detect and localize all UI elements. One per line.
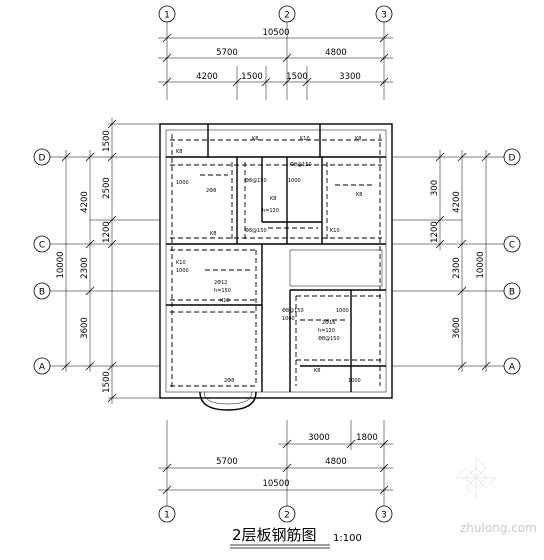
axis-label-right-A: A (509, 363, 516, 373)
dim-right-mid-a: 4200 (452, 191, 462, 213)
dim-left-outer-c: 2300 (80, 257, 90, 279)
rebar-label: K8 (356, 192, 362, 198)
rebar-labels: K8 K8 K10 K8 K8 K10 K8 Φ8@150 Φ8@150 Φ8@… (176, 136, 362, 384)
axis-bubble-right-D (503, 148, 521, 166)
axis-bubble-bottom-2 (278, 505, 296, 523)
axis-bubble-right-A (503, 357, 521, 375)
rebar-label: 1000 (282, 316, 295, 322)
dim-left-outer-d: 3600 (80, 317, 90, 339)
axis-bubble-left-C (33, 235, 51, 253)
dim-bottom-row1-b: 1800 (356, 433, 378, 443)
title-scale: 1:100 (333, 533, 362, 544)
rebar-label: 1000 (288, 178, 301, 184)
rebar-label: K10 (300, 136, 310, 142)
right-dimension-chain: 300 1200 4200 2300 3600 10000 D C B A (392, 148, 521, 375)
dim-bottom-row2-a: 5700 (216, 457, 238, 467)
dim-left-total: 10000 (56, 251, 66, 278)
axis-label-bottom-2: 2 (284, 511, 290, 521)
axis-bubble-bottom-3 (375, 505, 393, 523)
axis-label-top-3: 3 (381, 11, 387, 21)
axis-label-top-2: 2 (284, 11, 290, 21)
axis-label-right-C: C (509, 241, 515, 251)
title-main: 2层板钢筋图 (232, 526, 317, 544)
dim-bottom-total: 10500 (262, 479, 289, 489)
stair-opening (289, 249, 383, 287)
axis-bubble-left-D (33, 148, 51, 166)
dim-top-row2-b: 4800 (325, 48, 347, 58)
dim-right-mid-b: 2300 (452, 257, 462, 279)
dim-top-total: 10500 (262, 28, 289, 38)
rebar-label: K10 (220, 298, 230, 304)
axis-label-left-A: A (39, 363, 46, 373)
axis-label-top-1: 1 (164, 11, 170, 21)
drawing-title: 2层板钢筋图 1:100 (230, 526, 362, 549)
dim-bottom-row2-b: 4800 (325, 457, 347, 467)
rebar-label: K8 (355, 136, 361, 142)
axis-bubble-left-B (33, 282, 51, 300)
axis-bubble-right-C (503, 235, 521, 253)
rebar-label: 2Φ8 (224, 378, 234, 384)
dim-top-row3-c: 1500 (286, 72, 308, 82)
rebar-label: K8 (270, 196, 276, 202)
axis-label-left-C: C (39, 241, 45, 251)
watermark-text: zhulong.com (460, 521, 537, 535)
axis-label-bottom-3: 3 (381, 511, 387, 521)
dim-bottom-row1-a: 3000 (308, 433, 330, 443)
rebar-label: K8 (314, 368, 320, 374)
rebar-label: 2Φ16 (322, 320, 335, 326)
top-dimension-chain: 1 2 3 10500 5700 4800 4200 1500 1500 330… (158, 5, 393, 100)
bottom-dimension-chain: 3000 1800 5700 4800 10500 1 2 3 (158, 420, 393, 523)
dim-right-mid-c: 3600 (452, 317, 462, 339)
axis-bubble-right-B (503, 282, 521, 300)
rebar-label: h=120 (318, 328, 335, 334)
bay-window-arc (199, 391, 257, 411)
rebar-label: K10 (330, 228, 340, 234)
axis-label-bottom-1: 1 (164, 511, 170, 521)
dim-right-upper-b: 1200 (430, 221, 440, 243)
dim-top-row3-b: 1500 (241, 72, 263, 82)
dim-top-row3-a: 4200 (196, 72, 218, 82)
rebar-label: Φ8@150 (282, 308, 304, 314)
rebar-label: Φ8@150 (318, 336, 340, 342)
dim-left-outer-b: 4200 (80, 191, 90, 213)
rebar-label: Φ8@150 (245, 228, 267, 234)
left-dimension-chain: 10000 4200 2300 3600 1500 2500 1200 1500… (33, 118, 160, 404)
axis-bubble-bottom-1 (158, 505, 176, 523)
axis-label-left-D: D (39, 154, 46, 164)
rebar-label: 1000 (336, 308, 349, 314)
rebar-label: K8 (252, 136, 258, 142)
rebar-label: K8 (176, 149, 182, 155)
rebar-label: h=120 (262, 208, 279, 214)
watermark: zhulong.com (455, 457, 537, 535)
rebar-label: Φ8@150 (290, 162, 312, 168)
rebar-label: Φ8@150 (245, 178, 267, 184)
rebar-label: 1000 (176, 180, 189, 186)
dim-top-row2-a: 5700 (216, 48, 238, 58)
rebar-label: 2Φ12 (214, 280, 227, 286)
rebar-dashed-lines (170, 134, 382, 388)
axis-label-left-B: B (39, 288, 45, 298)
rebar-label: 1000 (348, 378, 361, 384)
plan-outline (159, 123, 393, 411)
watermark-logo-icon (455, 457, 497, 499)
dim-top-row3-d: 3300 (339, 72, 361, 82)
rebar-label: K8 (210, 231, 216, 237)
axis-label-right-B: B (509, 288, 515, 298)
rebar-label: 1000 (176, 268, 189, 274)
dim-left-inner-b: 1200 (102, 221, 112, 243)
axis-label-right-D: D (509, 154, 516, 164)
dim-left-outer-e: 1500 (102, 371, 112, 393)
rebar-label: h=150 (214, 288, 231, 294)
rebar-label: K10 (176, 260, 186, 266)
dim-left-inner-a: 2500 (102, 177, 112, 199)
dim-right-upper-a: 300 (430, 180, 440, 196)
axis-bubble-left-A (33, 357, 51, 375)
dim-right-total: 10000 (476, 251, 486, 278)
dim-left-outer-a: 1500 (102, 130, 112, 152)
rebar-label: 2Φ8 (206, 188, 216, 194)
